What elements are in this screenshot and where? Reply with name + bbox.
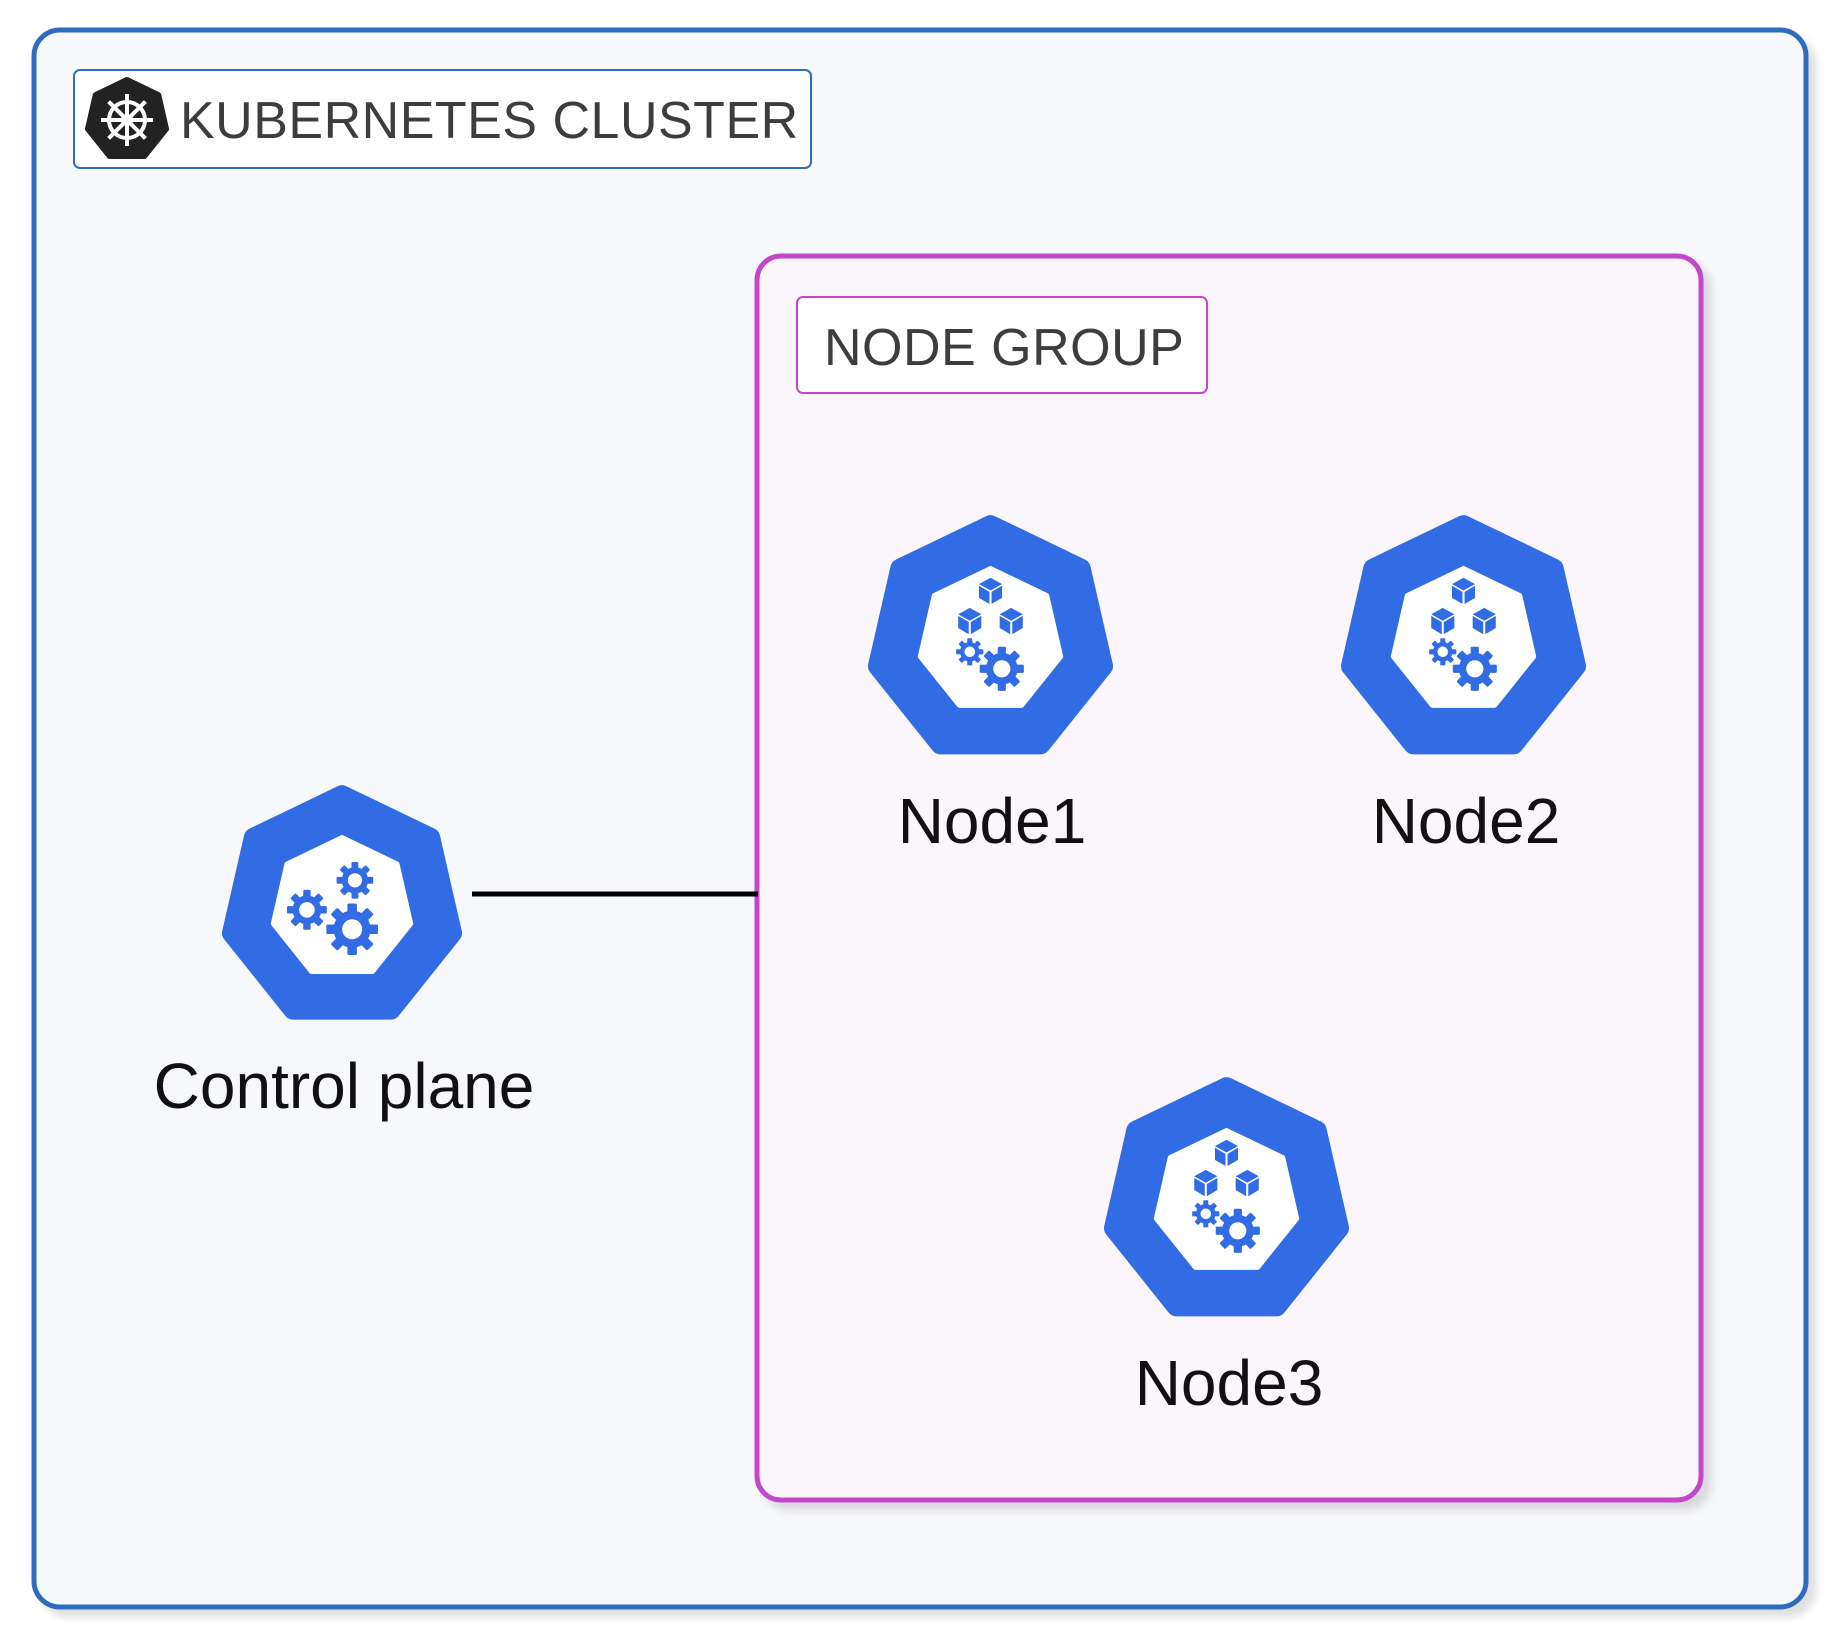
- node-3-label: Node3: [1135, 1347, 1324, 1419]
- node-group-title: NODE GROUP: [824, 319, 1184, 377]
- node-2-label: Node2: [1372, 785, 1561, 857]
- control-plane: Control plane: [154, 795, 535, 1122]
- cluster-title: KUBERNETES CLUSTER: [180, 92, 799, 150]
- worker-node-icon: [878, 526, 1102, 745]
- control-plane-icon: [232, 795, 452, 1009]
- worker-node-icon: [1114, 1088, 1338, 1307]
- node-1: Node1: [878, 526, 1102, 857]
- cluster-title-box: KUBERNETES CLUSTER: [73, 69, 812, 169]
- control-plane-label: Control plane: [154, 1050, 535, 1122]
- worker-node-icon: [1351, 526, 1575, 745]
- node-2: Node2: [1351, 526, 1575, 857]
- node-group-title-box: NODE GROUP: [796, 296, 1208, 394]
- kubernetes-logo-icon: [85, 77, 169, 159]
- node-3: Node3: [1114, 1088, 1338, 1419]
- node-1-label: Node1: [898, 785, 1087, 857]
